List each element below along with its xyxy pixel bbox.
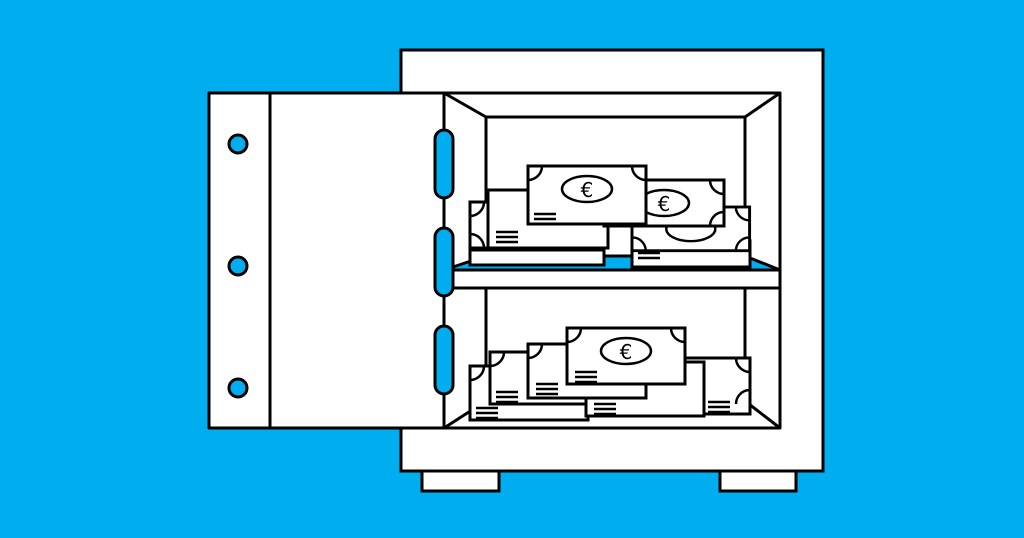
- banknote: €: [526, 164, 648, 226]
- money-upper-shelf: € €: [468, 164, 752, 269]
- hinge-bolt: [227, 377, 249, 399]
- banknote-stack: [468, 200, 606, 267]
- hinge-bolt: [227, 133, 249, 155]
- safe-door: [207, 91, 455, 430]
- door-handle-slot: [433, 226, 455, 298]
- euro-symbol: €: [620, 340, 633, 364]
- banknote-stack: [630, 205, 752, 269]
- door-panel: [207, 91, 446, 430]
- banknote: €: [602, 178, 726, 228]
- euro-symbol: €: [581, 178, 594, 202]
- upper-shelf-front: [442, 268, 782, 290]
- euro-symbol: €: [658, 192, 671, 216]
- hinge-bolt: [227, 255, 249, 277]
- foot-left: [420, 468, 501, 493]
- foot-right: [718, 468, 798, 493]
- door-handle-slot: [433, 324, 455, 396]
- money-lower-shelf: €: [468, 326, 752, 422]
- banknote: €: [565, 326, 687, 386]
- door-handle-slot: [433, 128, 455, 200]
